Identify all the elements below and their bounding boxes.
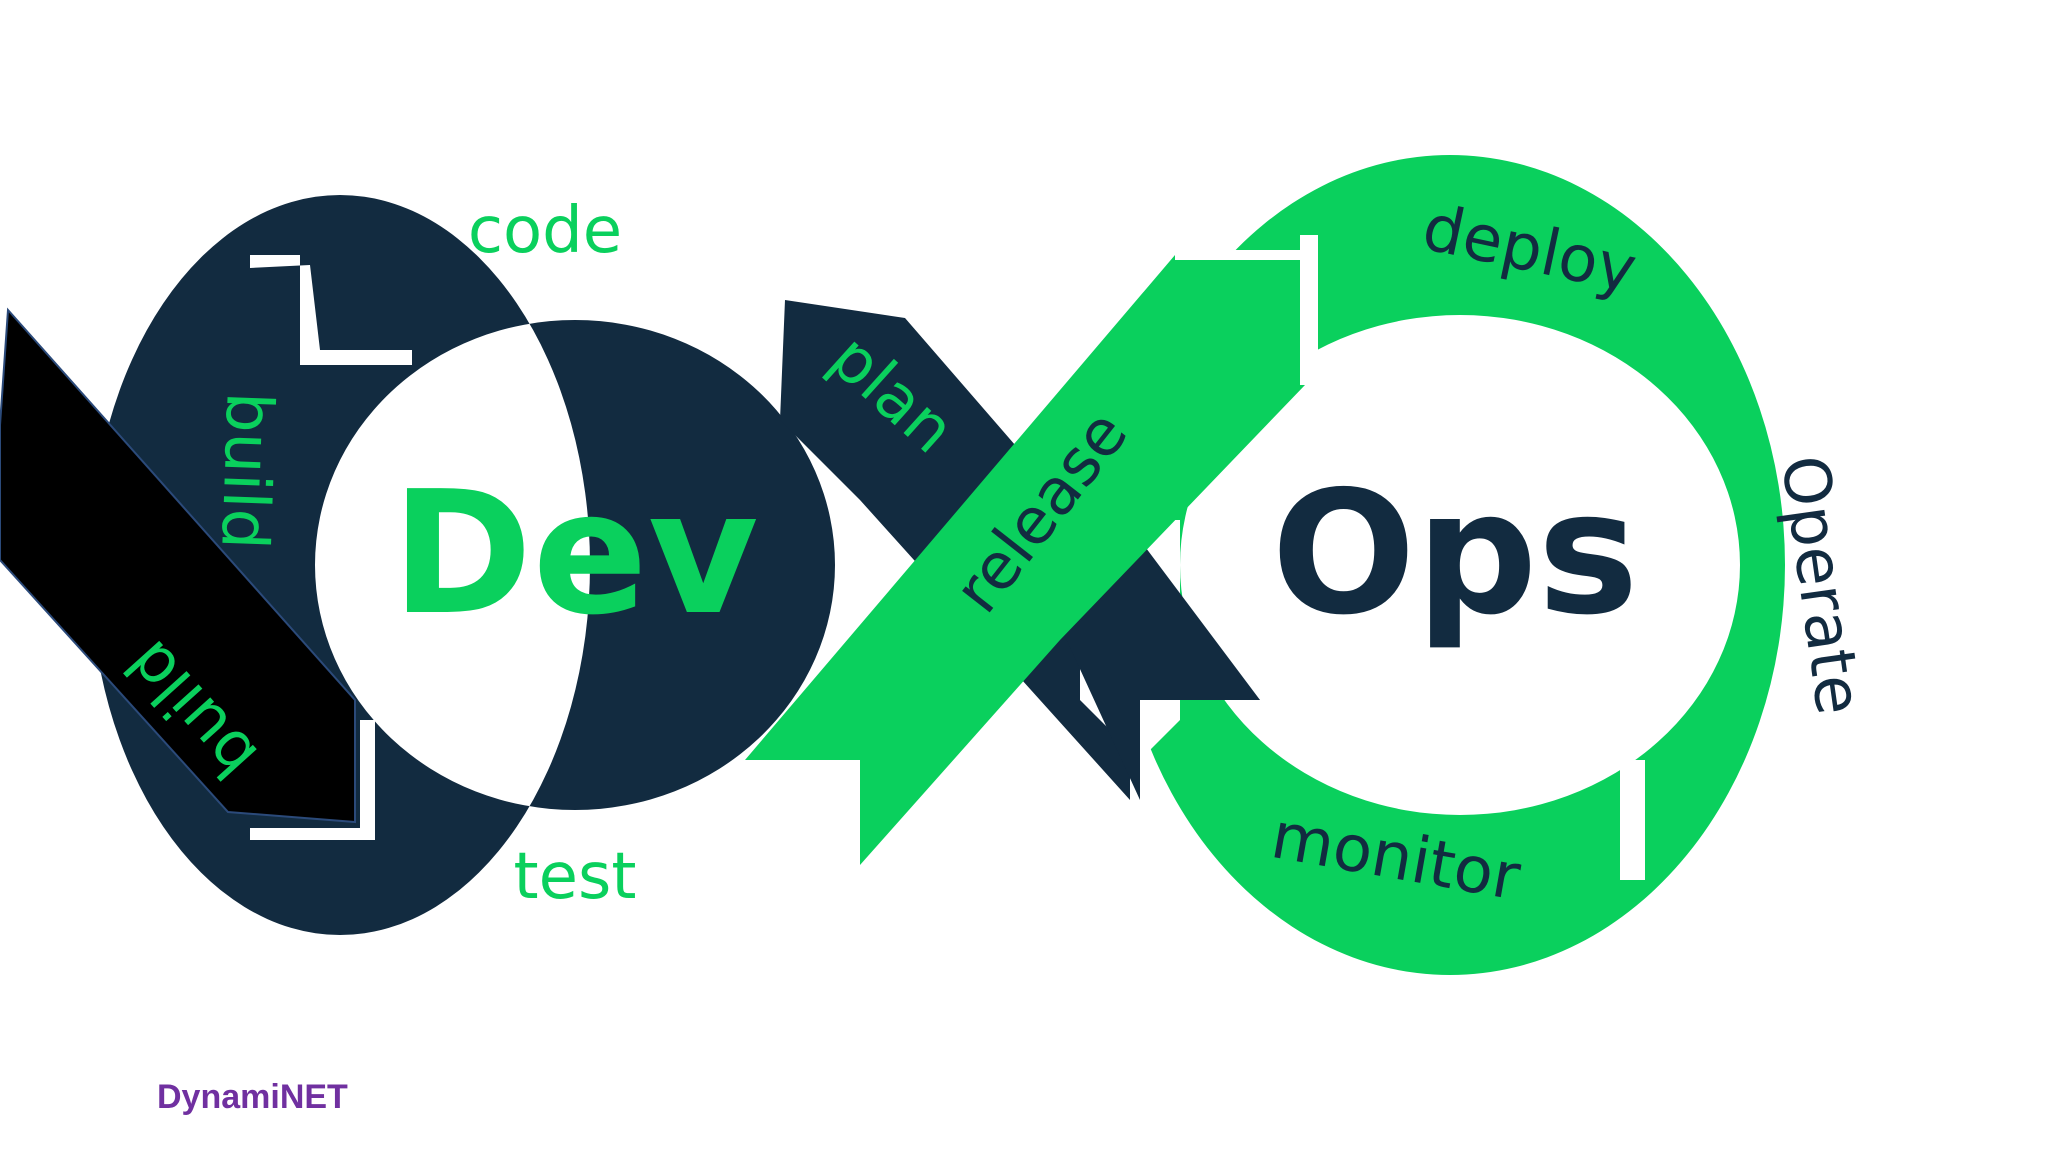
- ops-gap-operate: [1760, 250, 1785, 390]
- brand-footer: DynamiNET: [157, 1078, 348, 1116]
- stage-label-build-ghost: build: [206, 391, 285, 551]
- dev-gap-test-right: [745, 760, 845, 775]
- center-word-ops: Ops: [1271, 455, 1638, 653]
- ops-gap-monitor: [1620, 760, 1645, 880]
- stage-label-code: code: [468, 194, 622, 268]
- dev-gap-test: [250, 720, 375, 840]
- dev-gap-plan-tip: [760, 262, 910, 330]
- release-band-edge: [1175, 250, 1310, 385]
- center-word-dev: Dev: [391, 455, 758, 653]
- stage-label-test: test: [514, 840, 637, 914]
- dev-gap-build-code: [250, 255, 412, 365]
- build-overlay-arrow: [0, 307, 356, 824]
- ops-release-band: [745, 255, 1305, 865]
